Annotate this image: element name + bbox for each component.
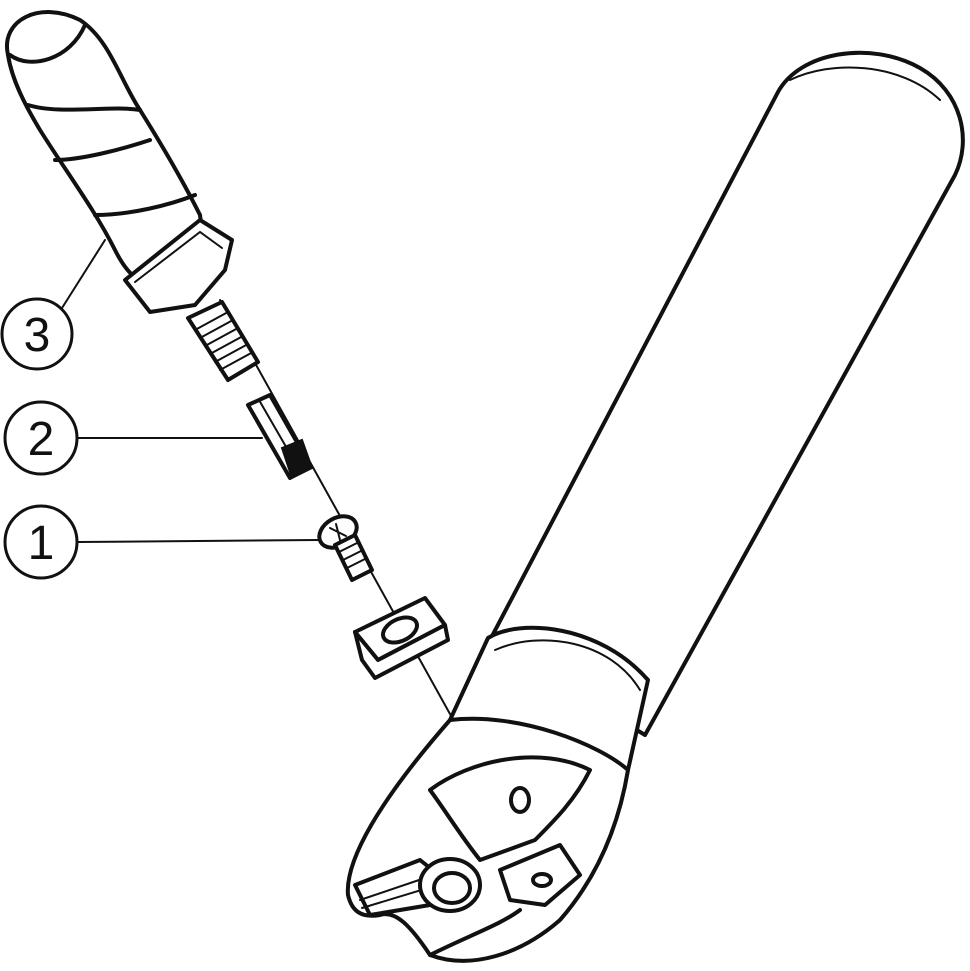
handle-end-cap [8, 23, 87, 64]
callout-2-circle [3, 400, 79, 476]
shank-end-edge [789, 66, 941, 101]
cutting-insert [353, 596, 450, 680]
callout-1-leader [77, 539, 319, 543]
callout-1: 1 [3, 504, 79, 580]
bit-tip [280, 438, 314, 480]
tool-shank [488, 50, 965, 737]
shaft-threads [194, 311, 254, 371]
callout-3-leader [61, 239, 106, 309]
callout-3: 3 [0, 297, 74, 371]
callout-1-label: 1 [28, 517, 55, 570]
tool-head [345, 716, 630, 963]
bit [246, 393, 314, 480]
seated-insert-hole [531, 872, 553, 888]
grip-ridge-2 [53, 138, 152, 162]
screw [317, 514, 374, 582]
callout-3-label: 3 [24, 309, 51, 362]
callout-1-circle [3, 504, 79, 580]
grip-ridge-3 [93, 193, 197, 217]
collar-ring-line [494, 639, 641, 691]
callout-3-circle [0, 297, 74, 371]
callout-2-label: 2 [28, 413, 55, 466]
center-bore-inner [432, 871, 472, 905]
hex-flange-face [134, 230, 223, 283]
chip-pocket [428, 755, 592, 862]
insert-screw-hole [381, 615, 419, 645]
front-insert-serration [359, 877, 429, 909]
screw-torx-recess [329, 523, 347, 541]
handle-hex-flange [123, 218, 234, 314]
coolant-hole [509, 786, 531, 814]
screwdriver-threaded-shaft [186, 300, 260, 382]
callout-2: 2 [3, 400, 79, 476]
screwdriver [4, 10, 260, 382]
face-edge [428, 908, 522, 957]
tool-body [345, 50, 965, 963]
screw-threads [338, 541, 368, 569]
insert-side-face [353, 623, 450, 680]
grip-ridge-1 [26, 103, 142, 112]
